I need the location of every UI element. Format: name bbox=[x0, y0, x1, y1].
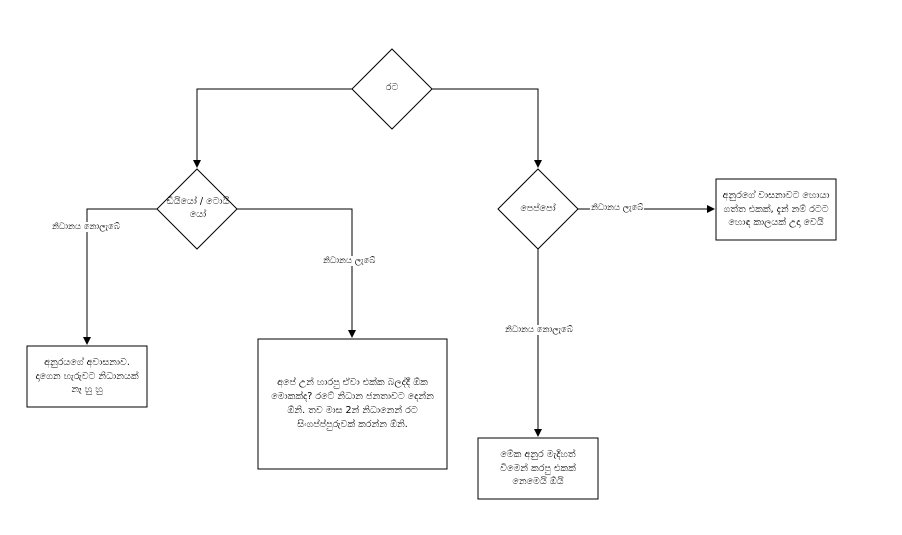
edge-label-not-found-bottom: නිධානය නොලැබේ bbox=[504, 325, 574, 335]
root-decision-diamond bbox=[351, 48, 433, 130]
yes-no-decision-diamond bbox=[156, 168, 238, 250]
sell-country-text: අපේ උන් හාරපු ඒවා එක්ක බලද්දී ඕක මොකක්ද?… bbox=[271, 377, 434, 430]
anura-luck-box-shape bbox=[715, 178, 837, 241]
pepper-decision-label: පෙප්පෝ bbox=[520, 203, 556, 214]
edge-left-found bbox=[237, 208, 356, 338]
sell-country-box-shape bbox=[257, 338, 448, 470]
root-decision-label: රට bbox=[385, 82, 399, 93]
edge-root-to-left bbox=[193, 88, 352, 168]
anura-end-text: අනුරයගේ අවාසනාව. දාගෙන හැරුවට නිධානයක් න… bbox=[35, 356, 139, 396]
anura-luck-text: අනුරගේ වාසනාවට හොයා ගත්ත එකක්, දැන් නම් … bbox=[722, 189, 830, 229]
edge-root-to-pepper bbox=[432, 88, 542, 168]
not-dug-text: මේක අනුර මැදිහත් වීමෙන් කරපු එකක් නෙමෙයි… bbox=[500, 448, 576, 488]
edge-label-not-found-left: නිධානය නොලැබේ bbox=[51, 222, 121, 232]
edge-left-not-found bbox=[83, 208, 157, 345]
edge-label-found-mid: නිධානය ලැබේ bbox=[322, 256, 377, 266]
not-dug-box-shape bbox=[477, 437, 599, 500]
edge-label-found-right: නිධානය ලැබේ bbox=[590, 203, 645, 213]
yes-no-decision-label: ඩියියෝ / ටොයි යෝ bbox=[166, 196, 230, 220]
anura-end-box-shape bbox=[26, 345, 148, 408]
